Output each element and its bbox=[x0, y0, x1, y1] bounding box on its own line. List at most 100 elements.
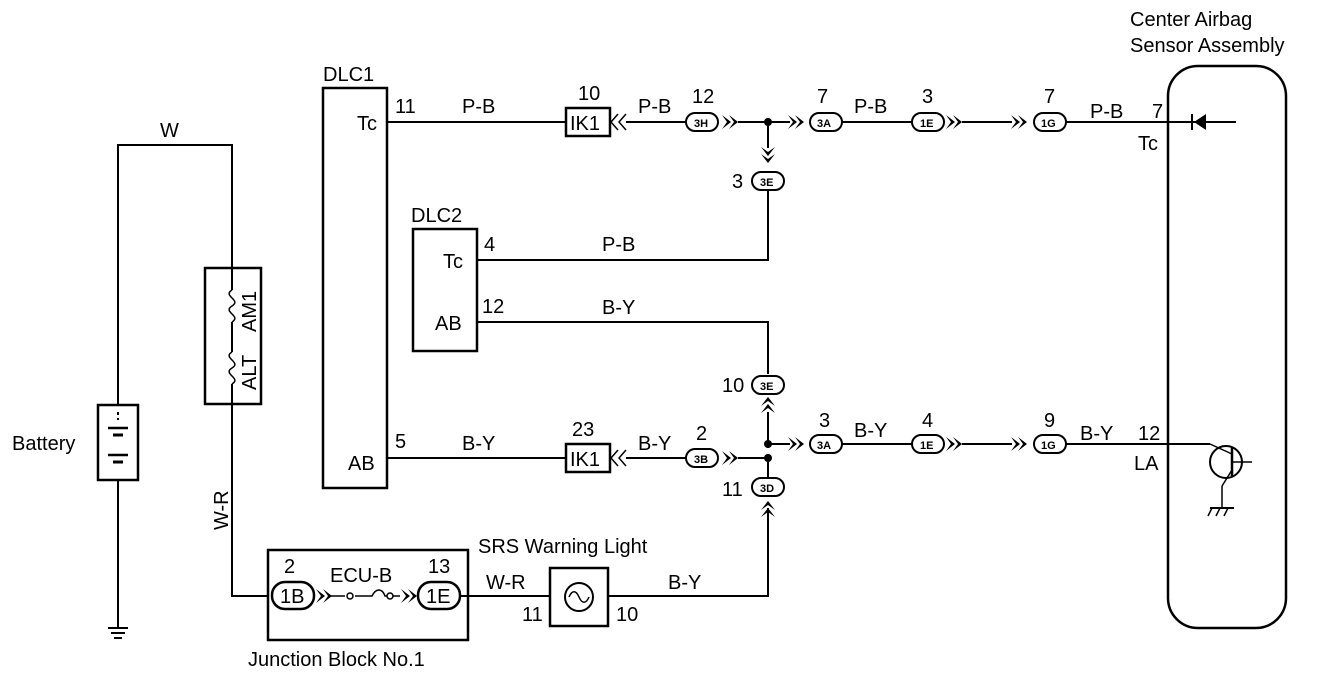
center-airbag-sensor-assembly: Center Airbag Sensor Assembly bbox=[1130, 9, 1288, 630]
connector-3d bbox=[751, 477, 785, 497]
fuse-am1-label: AM1 bbox=[239, 291, 261, 332]
wire-label-w: W bbox=[160, 120, 179, 142]
pin-c3e-bottom: 10 bbox=[722, 375, 744, 397]
connector-3e-top-label: 3E bbox=[760, 177, 773, 189]
battery-circuit: W Battery bbox=[12, 120, 233, 639]
wire-b-y-light bbox=[608, 508, 769, 597]
sensor-tc-terminal: Tc bbox=[1138, 133, 1158, 155]
pin-dlc1-tc: 11 bbox=[395, 96, 416, 118]
pin-jb-1b: 2 bbox=[284, 556, 295, 578]
dlc1-label: DLC1 bbox=[323, 64, 374, 86]
pin-c3h: 12 bbox=[692, 86, 714, 108]
connector-ik1-bottom-chevrons bbox=[610, 449, 627, 467]
wire-label-p-b-dlc2: P-B bbox=[602, 234, 635, 256]
pin-ik1-bottom: 23 bbox=[572, 419, 594, 441]
connector-1b bbox=[270, 580, 316, 611]
pin-ik1-top: 10 bbox=[578, 83, 600, 105]
airbag-sensor-label-line1: Center Airbag bbox=[1130, 9, 1252, 31]
wire-label-w-r-vertical: W-R bbox=[211, 490, 233, 530]
wire-label-p-b-1g: P-B bbox=[1090, 101, 1123, 123]
fuse-am1-icon bbox=[228, 289, 236, 323]
wire-label-b-y-dlc1: B-Y bbox=[462, 433, 495, 455]
connector-ik1-bottom-label: IK1 bbox=[570, 449, 600, 471]
srs-warning-light-label: SRS Warning Light bbox=[478, 536, 648, 558]
wire-label-b-y-ik1: B-Y bbox=[638, 433, 671, 455]
connector-ik1-top bbox=[564, 106, 612, 138]
sensor-transistor-icon bbox=[1207, 443, 1252, 517]
sensor-la-terminal: LA bbox=[1134, 453, 1159, 475]
ab-circuit: B-Y 3E 10 B-Y IK1 23 B-Y 3B 2 3A 3 B-Y 1… bbox=[387, 297, 1252, 517]
connector-3a-bottom-label: 3A bbox=[817, 440, 831, 452]
fuse-ecu-b-label: ECU-B bbox=[330, 565, 392, 587]
dlc1-tc-terminal: Tc bbox=[357, 113, 377, 135]
connector-1e-jb-label: 1E bbox=[426, 586, 450, 608]
airbag-sensor-label-line2: Sensor Assembly bbox=[1130, 35, 1285, 57]
fuse-alt-label: ALT bbox=[239, 355, 261, 390]
pin-light-in: 11 bbox=[522, 604, 543, 626]
battery-symbol bbox=[96, 403, 140, 482]
connector-1g-bottom-label: 1G bbox=[1041, 440, 1056, 452]
fuse-ecu-b-icon bbox=[330, 589, 400, 597]
dlc1-ab-terminal: AB bbox=[348, 453, 375, 475]
pin-dlc2-tc: 4 bbox=[484, 234, 495, 256]
wire-label-b-y-3a: B-Y bbox=[854, 420, 887, 442]
pin-c3a-top: 7 bbox=[817, 86, 828, 108]
wire-label-p-b-dlc1: P-B bbox=[462, 96, 495, 118]
connector-1e-bottom-label: 1E bbox=[920, 440, 933, 452]
pin-light-out: 10 bbox=[616, 604, 638, 626]
connector-ik1-top-label: IK1 bbox=[570, 113, 600, 135]
connector-3e-bottom bbox=[751, 375, 785, 395]
connector-3b bbox=[685, 448, 719, 468]
pin-c1e-top: 3 bbox=[922, 86, 933, 108]
dlc2-outline bbox=[411, 227, 479, 353]
pin-c1e-bottom: 4 bbox=[922, 410, 933, 432]
connector-1e-top bbox=[911, 112, 945, 132]
connector-1e-top-label: 1E bbox=[920, 118, 933, 130]
pin-c3d: 11 bbox=[722, 479, 743, 501]
srs-warning-light: W-R 11 10 SRS Warning Light B-Y bbox=[460, 508, 769, 628]
junction-block: 1B 2 ECU-B 1E 13 Junction Block No.1 bbox=[248, 548, 470, 671]
dlc1: DLC1 Tc AB 11 5 bbox=[321, 64, 416, 490]
dlc2: DLC2 Tc AB 4 12 bbox=[411, 205, 504, 353]
wire-label-p-b-3a: P-B bbox=[854, 96, 887, 118]
tc-circuit: P-B IK1 10 P-B 3H 12 3A 7 P-B 1E 3 1G 7 … bbox=[387, 83, 1236, 261]
pin-c3a-bottom: 3 bbox=[819, 410, 830, 432]
dlc1-outline bbox=[321, 86, 389, 490]
pin-dlc2-ab: 12 bbox=[482, 296, 504, 318]
connector-3a-top-label: 3A bbox=[817, 118, 831, 130]
connector-ik1-top-chevrons bbox=[610, 113, 627, 131]
sensor-diode-icon bbox=[1194, 114, 1206, 130]
junction-block-label: Junction Block No.1 bbox=[248, 649, 425, 671]
pin-sensor-tc: 7 bbox=[1152, 101, 1163, 123]
wire-label-b-y-dlc2: B-Y bbox=[602, 297, 635, 319]
connector-3e-bottom-label: 3E bbox=[760, 381, 773, 393]
dlc2-ab-terminal: AB bbox=[435, 313, 462, 335]
connector-3h bbox=[685, 112, 719, 132]
wire-b-y-dlc2 bbox=[477, 321, 769, 374]
connector-1b-label: 1B bbox=[280, 586, 304, 608]
pin-dlc1-ab: 5 bbox=[395, 431, 406, 453]
wire-w-r-vertical bbox=[231, 404, 270, 597]
pin-sensor-la: 12 bbox=[1138, 423, 1160, 445]
connector-3b-label: 3B bbox=[694, 454, 708, 466]
dlc2-label: DLC2 bbox=[411, 205, 462, 227]
fuse-box: AM1 ALT W-R bbox=[203, 266, 270, 597]
battery-ground-icon bbox=[108, 627, 128, 639]
wire-w bbox=[117, 144, 233, 405]
wire-p-b-dlc2 bbox=[477, 190, 769, 261]
wire-label-w-r-junction: W-R bbox=[486, 572, 526, 594]
battery-label: Battery bbox=[12, 433, 75, 455]
connector-ik1-bottom bbox=[564, 442, 612, 474]
airbag-sensor-outline bbox=[1166, 64, 1288, 630]
connector-1g-top-label: 1G bbox=[1041, 118, 1056, 130]
dlc2-tc-terminal: Tc bbox=[443, 251, 463, 273]
connector-1e-bottom bbox=[911, 434, 945, 454]
pin-jb-1e: 13 bbox=[428, 556, 450, 578]
connector-3h-label: 3H bbox=[694, 118, 708, 130]
wire-label-b-y-light: B-Y bbox=[668, 572, 701, 594]
pin-c1g-bottom: 9 bbox=[1044, 410, 1055, 432]
wire-label-b-y-1g: B-Y bbox=[1080, 423, 1113, 445]
fuse-alt-icon bbox=[228, 351, 236, 385]
pin-c3b: 2 bbox=[696, 423, 707, 445]
